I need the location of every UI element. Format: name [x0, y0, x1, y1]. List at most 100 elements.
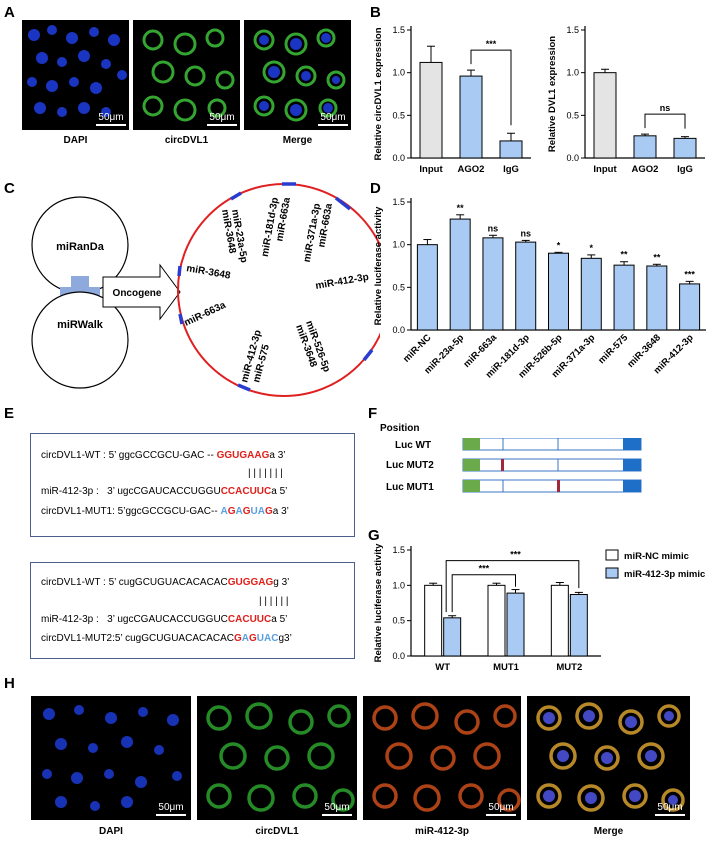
seq-text: a 5’: [271, 486, 288, 497]
mutated-base: C: [271, 633, 279, 644]
mirna-label: miR-412-3p: [315, 272, 370, 292]
bar: [569, 594, 588, 657]
y-axis-label: Relative circDVL1 expression: [373, 27, 384, 160]
scale-bar-a2: 50μm: [207, 112, 237, 126]
construct-label: Luc MUT2: [386, 460, 434, 471]
construct-label: Luc MUT1: [386, 482, 434, 493]
seed-region: CCACUUC: [220, 486, 272, 497]
mir412-image-h: [363, 696, 521, 820]
binding-site-marker: [230, 191, 242, 201]
y-tick-label: 1.0: [392, 580, 405, 590]
scale-bar-label: 50μm: [158, 802, 184, 813]
mutated-base: G: [242, 506, 251, 517]
scale-bar-h1: 50μm: [156, 802, 186, 816]
circdvl1-cytoplasm-graphic: [206, 702, 355, 812]
seed-match: GGUGAAG: [216, 450, 270, 461]
significance-bracket: [451, 574, 516, 613]
mutated-sites: GAGUAC: [234, 633, 279, 644]
panel-label-a: A: [4, 4, 15, 21]
construct-bar-mut1: [462, 479, 642, 493]
mutated-base: A: [241, 633, 250, 644]
legend-label: miR-NC mimic: [624, 551, 689, 562]
mutated-base: G: [234, 633, 242, 644]
significance-label: **: [653, 252, 661, 262]
caption-h-merge: Merge: [593, 826, 624, 837]
merge-overlay-graphic: [536, 702, 685, 812]
scale-bar-a3: 50μm: [318, 112, 348, 126]
seq-text: miR-412-3p : 3’ ugcCGAUCACCUGGU: [41, 486, 221, 497]
binding-site-marker: [237, 383, 251, 392]
scale-bar-label: 50μm: [324, 802, 350, 813]
significance-label: ns: [488, 223, 499, 233]
x-tick-label: Input: [419, 164, 443, 175]
sequence-box-mut1: circDVL1-WT : 5’ ggcGCCGCU-GAC -- GGUGAA…: [30, 433, 355, 537]
mutated-base: A: [257, 506, 265, 517]
bar: [580, 257, 602, 331]
seq-text: circDVL1-WT : 5’ cugGCUGUACACACAC: [41, 577, 228, 588]
significance-label: **: [621, 250, 629, 260]
chart-b-circdvl1: 0.0 0.5 1.0 1.5 Relative circDVL1 expression…: [373, 25, 531, 175]
bar: [449, 218, 471, 331]
seq-text: a 5’: [271, 614, 288, 625]
y-tick-label: 1.5: [392, 25, 405, 35]
mirwalk-label: miRWalk: [57, 319, 104, 331]
legend-swatch: [605, 567, 619, 579]
dapi-image-a: [22, 20, 129, 130]
seq-line-wt1: circDVL1-WT : 5’ ggcGCCGCU-GAC -- GGUGAA…: [41, 450, 285, 461]
scale-bar-label: 50μm: [98, 112, 124, 123]
y-tick-label: 1.5: [392, 197, 405, 207]
merge-overlay-graphic: [253, 28, 346, 122]
x-tick-label: IgG: [677, 164, 693, 175]
seq-text: g 3’: [273, 577, 290, 588]
panel-c-diagram: miRanDa miRWalk Oncogene miR-23a-5p miR-…: [31, 182, 380, 397]
y-tick-label: 0.0: [566, 153, 579, 163]
bar: [459, 75, 483, 159]
mutated-base: A: [235, 506, 243, 517]
significance-bracket: [445, 560, 580, 613]
scale-bar-label: 50μm: [209, 112, 235, 123]
bar: [424, 584, 443, 657]
sequence-box-mut2: circDVL1-WT : 5’ cugGCUGUACACACACGUGGAGg…: [30, 562, 355, 659]
merge-image-a: [244, 20, 351, 130]
y-tick-label: 1.5: [392, 545, 405, 555]
caption-h-dapi: DAPI: [99, 826, 123, 837]
mutated-base: U: [250, 506, 258, 517]
y-tick-label: 1.0: [392, 68, 405, 78]
x-tick-label: IgG: [503, 164, 519, 175]
construct-label: Luc WT: [395, 440, 431, 451]
seq-line-mir2: miR-412-3p : 3’ ugcCGAUCACCUGGUCCACUUCa …: [41, 614, 287, 625]
y-axis-label: Relative luciferase activity: [373, 206, 384, 326]
y-tick-label: 0.0: [392, 153, 405, 163]
circdvl1-image-a: [133, 20, 240, 130]
scale-bar-h3: 50μm: [486, 802, 516, 816]
oncogene-arrow: [102, 263, 181, 321]
y-tick-label: 1.5: [566, 25, 579, 35]
mutated-base: A: [220, 506, 228, 517]
significance-label: ***: [510, 550, 521, 560]
mirnada-label: miRanDa: [56, 241, 105, 253]
oncogene-label: Oncogene: [113, 288, 162, 299]
construct-bar-wt: [462, 438, 642, 451]
panel-label-e: E: [4, 405, 15, 422]
binding-site-marker: [178, 313, 184, 325]
bar: [673, 137, 697, 159]
mutated-base: G: [264, 506, 273, 517]
y-tick-label: 0.5: [392, 110, 405, 120]
y-tick-label: 0.0: [392, 325, 405, 335]
base-pair-lines: | | | | | |: [259, 596, 289, 607]
dapi-image-h: [31, 696, 191, 820]
y-tick-label: 0.0: [392, 651, 405, 661]
construct-bar-mut2: [462, 458, 642, 472]
bar: [482, 237, 504, 331]
caption-a-circdvl1: circDVL1: [164, 135, 209, 146]
scale-bar-label: 50μm: [488, 802, 514, 813]
significance-bracket: [470, 49, 512, 126]
seq-text: circDVL1-MUT1: 5’ggcGCCGCU-GAC--: [41, 506, 221, 517]
y-tick-label: 0.5: [392, 282, 405, 292]
x-tick-label: miR-NC: [401, 332, 434, 365]
significance-label: ns: [660, 103, 671, 113]
mutated-base: U: [256, 633, 265, 644]
x-tick-label: AGO2: [458, 164, 485, 175]
